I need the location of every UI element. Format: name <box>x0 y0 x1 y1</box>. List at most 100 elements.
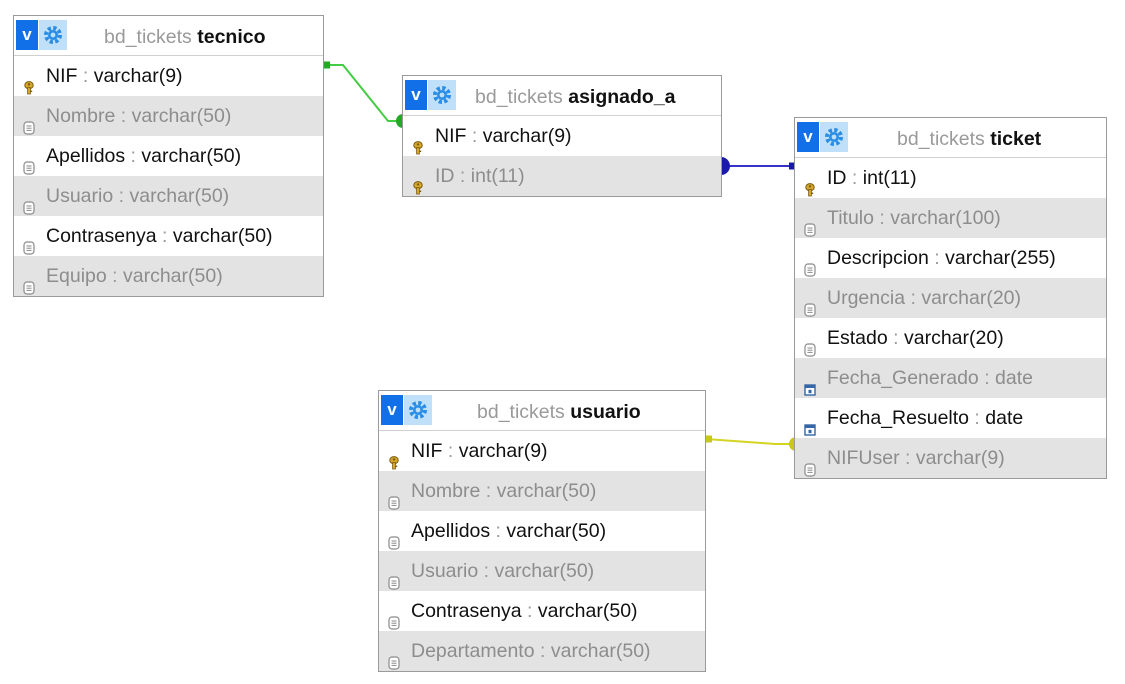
column-separator: : <box>905 287 922 309</box>
column-type: varchar(50) <box>131 105 232 127</box>
table-title: bd_tickets asignado_a <box>475 86 676 108</box>
column-separator: : <box>969 407 986 429</box>
column-row-nombre[interactable]: Nombre : varchar(50) <box>379 471 705 511</box>
key-icon <box>804 171 816 197</box>
table-name: usuario <box>570 401 641 423</box>
column-icon <box>23 229 35 255</box>
column-name: Fecha_Generado <box>827 367 979 389</box>
column-row-nif[interactable]: NIF : varchar(9) <box>403 116 721 156</box>
table-usuario[interactable]: v bd_tickets usuario NIF : varchar(9)Nom… <box>378 390 706 672</box>
column-icon <box>388 564 400 590</box>
column-type: date <box>985 407 1024 429</box>
table-title: bd_tickets ticket <box>897 128 1041 150</box>
column-name: NIFUser <box>827 447 900 469</box>
column-type: varchar(50) <box>141 145 242 167</box>
column-label: Fecha_Generado : date <box>827 358 1033 398</box>
column-type: varchar(20) <box>903 327 1004 349</box>
column-row-nifuser[interactable]: NIFUser : varchar(9) <box>795 438 1106 478</box>
table-header[interactable]: v bd_tickets tecnico <box>14 16 323 56</box>
column-separator: : <box>115 105 132 127</box>
table-options-button[interactable] <box>404 395 432 425</box>
column-separator: : <box>521 600 538 622</box>
table-tecnico[interactable]: v bd_tickets tecnico NIF : varchar(9)Nom… <box>13 15 324 297</box>
gear-icon <box>433 86 451 104</box>
column-row-apellidos[interactable]: Apellidos : varchar(50) <box>14 136 323 176</box>
column-row-nombre[interactable]: Nombre : varchar(50) <box>14 96 323 136</box>
column-name: ID <box>435 165 455 187</box>
column-name: Apellidos <box>411 520 491 542</box>
table-name: tecnico <box>197 26 266 48</box>
column-separator: : <box>846 167 863 189</box>
column-row-descripcion[interactable]: Descripcion : varchar(255) <box>795 238 1106 278</box>
column-row-titulo[interactable]: Titulo : varchar(100) <box>795 198 1106 238</box>
column-type: int(11) <box>862 167 917 189</box>
table-header[interactable]: v bd_tickets usuario <box>379 391 705 431</box>
table-header[interactable]: v bd_tickets asignado_a <box>403 76 721 116</box>
column-row-equipo[interactable]: Equipo : varchar(50) <box>14 256 323 296</box>
column-name: NIF <box>435 125 467 147</box>
column-row-id[interactable]: ID : int(11) <box>795 158 1106 198</box>
column-type: varchar(9) <box>482 125 572 147</box>
column-label: NIF : varchar(9) <box>435 116 572 156</box>
database-name: bd_tickets <box>104 26 192 48</box>
column-label: Contrasenya : varchar(50) <box>411 591 638 631</box>
column-name: Descripcion <box>827 247 929 269</box>
table-header[interactable]: v bd_tickets ticket <box>795 118 1106 158</box>
table-ticket[interactable]: v bd_tickets ticket ID : int(11)Titulo :… <box>794 117 1107 479</box>
table-asignado-a[interactable]: v bd_tickets asignado_a NIF : varchar(9)… <box>402 75 722 197</box>
show-columns-button[interactable]: v <box>16 20 38 50</box>
column-icon <box>804 291 816 317</box>
table-options-button[interactable] <box>39 20 67 50</box>
show-columns-button[interactable]: v <box>797 122 819 152</box>
column-row-fecha_generado[interactable]: Fecha_Generado : date <box>795 358 1106 398</box>
column-row-contrasenya[interactable]: Contrasenya : varchar(50) <box>379 591 705 631</box>
column-row-departamento[interactable]: Departamento : varchar(50) <box>379 631 705 671</box>
column-row-usuario[interactable]: Usuario : varchar(50) <box>14 176 323 216</box>
column-type: varchar(255) <box>945 247 1056 269</box>
table-options-button[interactable] <box>820 122 848 152</box>
column-label: Nombre : varchar(50) <box>411 471 596 511</box>
column-type: varchar(50) <box>537 600 638 622</box>
column-name: NIF <box>46 65 78 87</box>
column-type: varchar(9) <box>915 447 1005 469</box>
column-type: int(11) <box>470 165 525 187</box>
column-name: NIF <box>411 440 443 462</box>
column-row-id[interactable]: ID : int(11) <box>403 156 721 196</box>
show-columns-button[interactable]: v <box>381 395 403 425</box>
column-row-urgencia[interactable]: Urgencia : varchar(20) <box>795 278 1106 318</box>
column-name: Nombre <box>46 105 116 127</box>
column-name: Apellidos <box>46 145 126 167</box>
relation-line-usuario-ticket <box>705 438 794 445</box>
column-type: varchar(50) <box>496 480 597 502</box>
column-label: Departamento : varchar(50) <box>411 631 651 671</box>
table-options-button[interactable] <box>428 80 456 110</box>
column-label: Nombre : varchar(50) <box>46 96 231 136</box>
column-separator: : <box>478 560 495 582</box>
column-type: date <box>995 367 1033 389</box>
column-label: Titulo : varchar(100) <box>827 198 1001 238</box>
table-name: ticket <box>990 128 1042 150</box>
column-name: Estado <box>827 327 888 349</box>
column-row-fecha_resuelto[interactable]: Fecha_Resuelto : date <box>795 398 1106 438</box>
column-row-apellidos[interactable]: Apellidos : varchar(50) <box>379 511 705 551</box>
column-separator: : <box>156 225 173 247</box>
column-row-nif[interactable]: NIF : varchar(9) <box>14 56 323 96</box>
column-label: Usuario : varchar(50) <box>46 176 229 216</box>
show-columns-button[interactable]: v <box>405 80 427 110</box>
column-type: varchar(100) <box>890 207 1001 229</box>
column-name: Urgencia <box>827 287 906 309</box>
column-icon <box>804 211 816 237</box>
column-row-nif[interactable]: NIF : varchar(9) <box>379 431 705 471</box>
column-icon <box>804 331 816 357</box>
column-row-estado[interactable]: Estado : varchar(20) <box>795 318 1106 358</box>
column-icon <box>23 189 35 215</box>
column-row-usuario[interactable]: Usuario : varchar(50) <box>379 551 705 591</box>
column-row-contrasenya[interactable]: Contrasenya : varchar(50) <box>14 216 323 256</box>
column-separator: : <box>442 440 459 462</box>
column-separator: : <box>480 480 497 502</box>
column-name: Nombre <box>411 480 481 502</box>
gear-icon <box>44 26 62 44</box>
column-label: Usuario : varchar(50) <box>411 551 594 591</box>
column-label: Apellidos : varchar(50) <box>46 136 241 176</box>
column-separator: : <box>106 265 123 287</box>
